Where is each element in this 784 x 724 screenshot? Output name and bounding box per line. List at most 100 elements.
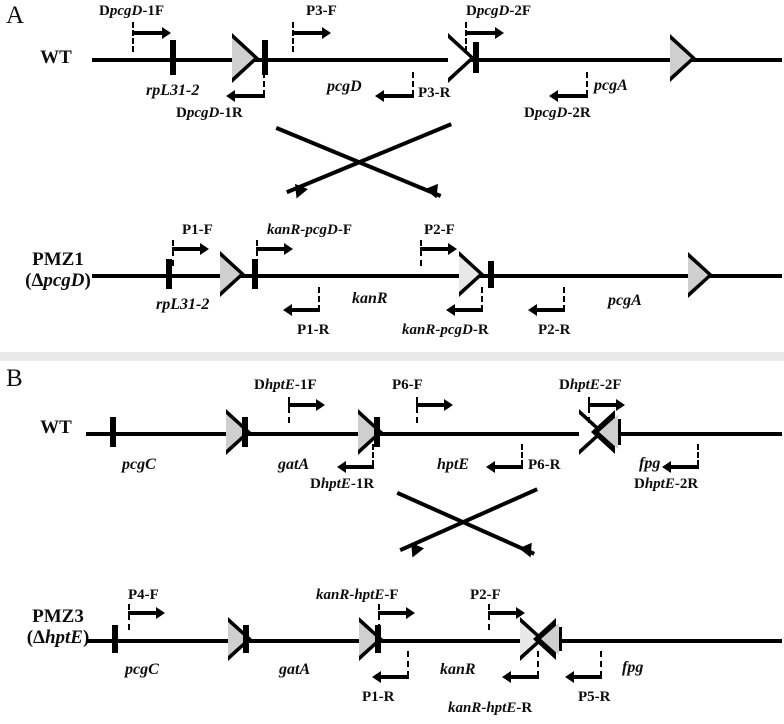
- primer-arrow-p3-r: [384, 94, 414, 98]
- primer-label-kanr-hpte-f: kanR-hptE-F: [316, 587, 399, 603]
- primer-arrow-p3-f: [292, 31, 322, 35]
- primer-label-kanr-pcgd-f: kanR-pcgD-F: [267, 222, 353, 238]
- primer-label-p2-f: P2-F: [470, 587, 501, 603]
- gene-hpte: [374, 409, 604, 455]
- chromosome-backbone: [92, 58, 782, 62]
- gene-label-fpg: fpg: [622, 659, 644, 676]
- gene-rpl31-2: [166, 251, 245, 297]
- gene-kanr: [252, 251, 484, 297]
- primer-label-dpcgd-2f: DpcgD-2F: [466, 3, 532, 19]
- primer-tick-kanr-hpte-f: [378, 604, 380, 630]
- gene-label-fpg: fpg: [639, 455, 661, 472]
- primer-arrow-dhpte-2f: [588, 403, 616, 407]
- primer-arrow-p1-r: [381, 675, 409, 679]
- gene-gata: [243, 617, 383, 661]
- primer-arrow-kanr-hpte-f: [378, 611, 406, 615]
- gene-label-pcgd: pcgD: [327, 78, 362, 95]
- primer-label-p1-f: P1-F: [182, 222, 213, 238]
- primer-arrow-dpcgd-2r: [558, 94, 588, 98]
- gene-label-gata: gatA: [279, 661, 311, 678]
- strain-sub-pmz1: (ΔpcgD): [25, 269, 91, 291]
- primer-arrow-p5-r: [574, 675, 602, 679]
- primer-arrow-p6-r: [495, 465, 523, 469]
- panel-letter-b: B: [6, 365, 23, 392]
- gene-kanr: [375, 617, 544, 661]
- chromosome-backbone: [86, 432, 782, 436]
- primer-label-p1-r: P1-R: [362, 689, 395, 705]
- gene-label-rpl31-2: rpL31-2: [146, 82, 200, 99]
- primer-arrow-dhpte-1r: [346, 465, 374, 469]
- primer-arrow-p2-f: [420, 247, 448, 251]
- gene-pcgd: [262, 32, 475, 83]
- primer-tick-p2-f: [420, 240, 422, 266]
- primer-tick-kanr-pcgd-f: [256, 240, 258, 266]
- strain-label-pmz1: PMZ1 (ΔpcgD): [8, 249, 108, 291]
- primer-arrow-dpcgd-1f: [132, 31, 162, 35]
- primer-label-p6-f: P6-F: [392, 377, 423, 393]
- strain-name-pmz1: PMZ1: [32, 249, 84, 270]
- primer-label-p3-f: P3-F: [306, 3, 337, 19]
- panel-a: A WT rpL31-2 pcgD pcgA DpcgD-1F: [0, 0, 784, 352]
- panel-b: B WT pcgC gatA hptE f: [0, 361, 784, 724]
- primer-tick-dhpte-1f: [288, 397, 290, 423]
- chromosome-backbone: [92, 274, 782, 278]
- crossover-arrowhead-2: [405, 542, 425, 561]
- primer-tick-p5-r: [600, 651, 602, 677]
- crossover-arrowhead-1: [425, 183, 443, 202]
- gene-pcga: [488, 251, 713, 298]
- strain-label-pmz3: PMZ3 (ΔhptE): [6, 606, 110, 648]
- primer-label-p5-r: P5-R: [578, 689, 611, 705]
- primer-label-kanr-hpte-r: kanR-hptE-R: [448, 700, 533, 716]
- gene-label-gata: gatA: [278, 456, 310, 473]
- primer-arrow-p1-f: [172, 247, 200, 251]
- primer-tick-p6-f: [416, 397, 418, 423]
- gene-label-pcgc: pcgC: [122, 456, 156, 473]
- panel-letter-a: A: [6, 2, 25, 29]
- gene-pcgc: [112, 617, 252, 661]
- primer-arrow-kanr-pcgd-r: [455, 308, 483, 312]
- primer-arrow-dhpte-2r: [671, 465, 699, 469]
- gene-fpg: [533, 618, 708, 660]
- primer-tick-p1-f: [172, 240, 174, 266]
- primer-tick-p1-r: [318, 287, 320, 311]
- primer-tick-dpcgd-1f: [132, 22, 134, 52]
- gene-label-rpl31-2: rpL31-2: [156, 296, 210, 313]
- primer-arrow-p2-f: [488, 611, 516, 615]
- primer-arrow-p6-f: [416, 403, 444, 407]
- primer-tick-p2-r: [563, 287, 565, 311]
- primer-label-dpcgd-1r: DpcgD-1R: [176, 105, 243, 121]
- primer-label-dpcgd-2r: DpcgD-2R: [524, 105, 591, 121]
- strain-sub-pmz3: (ΔhptE): [26, 626, 90, 648]
- gene-rpl31-2: [170, 32, 259, 83]
- primer-tick-p3-f: [292, 22, 294, 52]
- primer-arrow-kanr-hpte-r: [511, 675, 539, 679]
- primer-label-dhpte-2r: DhptE-2R: [634, 476, 699, 492]
- crossover-line-2: [286, 122, 452, 195]
- primer-label-dhpte-1r: DhptE-1R: [310, 476, 375, 492]
- primer-arrow-dpcgd-2f: [465, 31, 495, 35]
- primer-tick-dpcgd-1r: [263, 72, 265, 96]
- primer-label-p2-r: P2-R: [538, 322, 571, 338]
- primer-tick-p3-r: [412, 72, 414, 96]
- gene-label-kanr: kanR: [352, 290, 388, 307]
- primer-label-p1-r: P1-R: [297, 322, 330, 338]
- primer-tick-p6-r: [521, 444, 523, 466]
- primer-arrow-dhpte-1f: [288, 403, 316, 407]
- primer-label-dpcgd-1f: DpcgD-1F: [99, 3, 165, 19]
- primer-tick-p2-f: [488, 604, 490, 630]
- primer-label-dhpte-1f: DhptE-1F: [254, 377, 317, 393]
- primer-tick-dpcgd-2r: [586, 72, 588, 96]
- primer-arrow-p4-f: [128, 611, 156, 615]
- strain-label-wt-b: WT: [40, 417, 72, 438]
- primer-tick-kanr-pcgd-r: [481, 287, 483, 311]
- primer-label-p3-r: P3-R: [418, 85, 451, 101]
- primer-label-p6-r: P6-R: [528, 457, 561, 473]
- crossover-line-2: [399, 487, 538, 553]
- primer-tick-dhpte-2f: [588, 397, 590, 423]
- primer-label-kanr-pcgd-r: kanR-pcgD-R: [402, 322, 489, 338]
- primer-tick-dhpte-2r: [697, 444, 699, 466]
- primer-tick-dhpte-1r: [372, 444, 374, 466]
- gene-gata: [242, 409, 383, 455]
- gene-label-hpte: hptE: [437, 456, 470, 473]
- primer-tick-kanr-hpte-r: [537, 651, 539, 677]
